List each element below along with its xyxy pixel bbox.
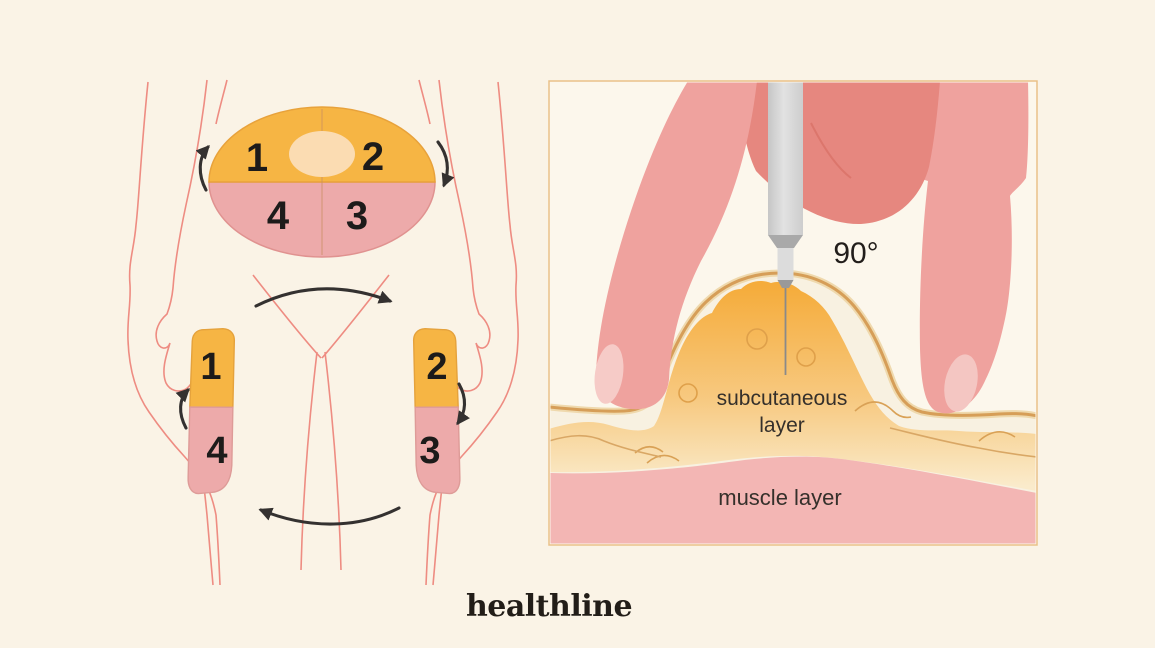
syringe-shoulder (768, 235, 803, 248)
left-thigh-number-bottom: 4 (206, 430, 227, 472)
hand-crease (810, 122, 852, 179)
muscle-label: muscle layer (718, 485, 841, 510)
abdomen-quadrant-2: 2 (362, 135, 384, 179)
skin-underline (550, 427, 1036, 458)
hand-right-finger (742, 82, 1029, 414)
angle-label: 90° (833, 237, 878, 270)
arrow-abdomen-right (436, 140, 455, 188)
syringe-hub-tip (777, 280, 794, 288)
subcutaneous-layer-shape (550, 281, 1036, 491)
left-thigh-zone-top (189, 327, 236, 409)
rotation-arrows (175, 140, 470, 526)
abdomen-quadrant-3: 3 (346, 194, 368, 238)
subcutaneous-label-line2: layer (759, 414, 805, 437)
right-fingertip-highlight (944, 354, 978, 412)
left-fingertip-highlight (594, 344, 624, 404)
rotation-diagram: 1 2 3 4 1 4 2 3 (127, 79, 519, 586)
abdomen-quadrant-4: 4 (267, 194, 290, 238)
left-thigh-patch (187, 327, 236, 495)
fat-texture (634, 328, 1016, 464)
syringe (768, 82, 803, 375)
arrow-thigh-left (175, 388, 190, 430)
body-outline-center (252, 274, 390, 571)
syringe-barrel (768, 82, 803, 235)
muscle-layer-shape (550, 456, 1036, 544)
arrow-rotate-top (254, 287, 393, 308)
navel (289, 131, 355, 177)
injection-panel: 90° subcutaneous layer muscle layer (548, 80, 1038, 546)
healthline-logo: healthline (465, 589, 633, 624)
abdomen-quadrant-1: 1 (246, 136, 268, 180)
right-thigh-zone-top (412, 327, 459, 409)
syringe-hub (777, 248, 794, 280)
left-thigh-number-top: 1 (200, 346, 221, 388)
right-thigh-patch (412, 327, 461, 495)
skin-cross-section (550, 269, 1036, 544)
right-thigh-number-bottom: 3 (419, 430, 440, 472)
arrow-abdomen-left (195, 144, 210, 192)
arrow-rotate-bottom (258, 506, 401, 526)
right-thigh-number-top: 2 (426, 346, 447, 388)
arrow-thigh-right (456, 382, 470, 426)
subcutaneous-label-line1: subcutaneous (717, 387, 848, 410)
abdomen-zones (208, 106, 436, 258)
hand-left-finger (596, 82, 757, 410)
right-thigh-zone-bottom (414, 406, 461, 495)
left-thigh-zone-bottom (187, 406, 234, 495)
